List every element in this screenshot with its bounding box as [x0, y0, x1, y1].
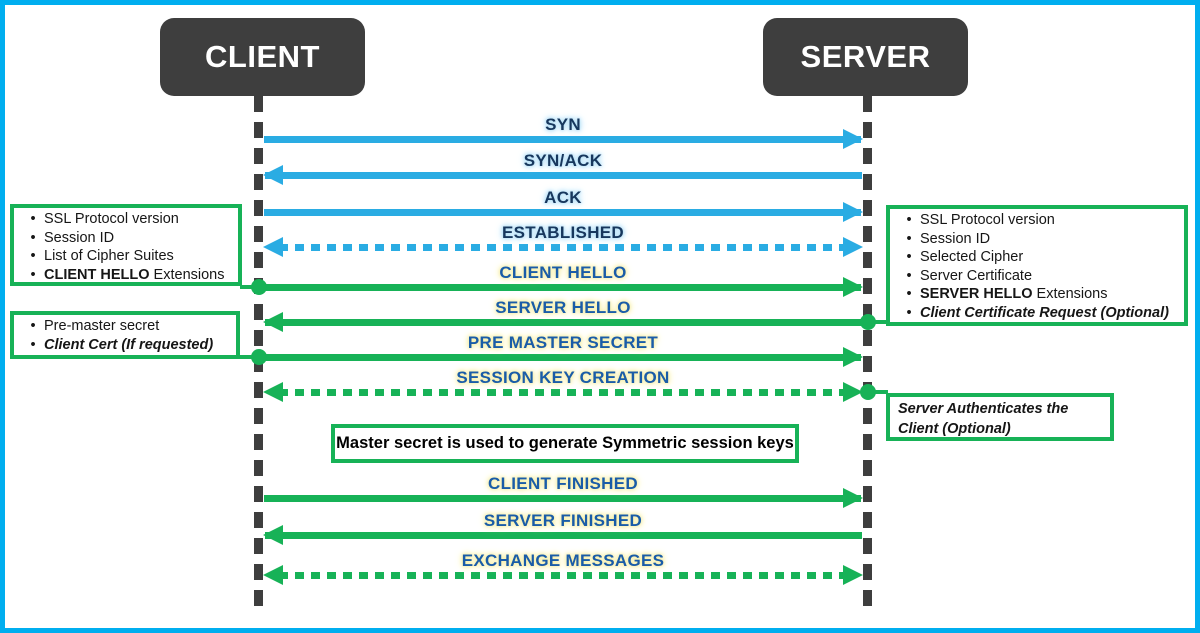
note-item-text: SSL Protocol version: [44, 211, 179, 227]
message-session-key-creation-label: SESSION KEY CREATION: [456, 368, 670, 387]
message-server-finished-line: [265, 532, 862, 539]
bullet-icon: •: [30, 229, 36, 246]
message-session-key-creation-arrowhead-left: [263, 382, 283, 402]
bullet-icon: •: [30, 248, 36, 264]
note-server-hello-details-list: • SSL Protocol version • Session ID • Selecte…: [890, 209, 1184, 322]
message-syn-ack-line: [265, 172, 862, 179]
message-exchange-messages-arrowhead-left: [263, 565, 283, 585]
message-syn-arrowhead-right: [843, 129, 863, 149]
note-server-hello-details-connector: [867, 320, 888, 324]
message-server-hello-line: [265, 319, 862, 326]
note-pre-master-details-connector: [238, 355, 263, 359]
message-pre-master-secret-arrowhead-right: [843, 347, 863, 367]
bullet-icon: •: [906, 286, 912, 302]
note-item: • Selected Cipher: [898, 248, 1182, 267]
message-client-hello-arrowhead-right: [843, 277, 863, 297]
note-item-text: SSL Protocol version: [920, 212, 1055, 228]
note-item-text: Client Certificate Request (Optional): [920, 304, 1169, 321]
message-pre-master-secret-label: PRE MASTER SECRET: [467, 333, 659, 352]
message-ack-arrowhead-right: [843, 202, 863, 222]
note-item: • SERVER HELLO Extensions: [898, 285, 1182, 304]
note-item: Server Authenticates the Client (Optiona…: [898, 399, 1106, 439]
note-server-authenticates-list: Server Authenticates the Client (Optiona…: [890, 397, 1110, 439]
note-item-text: CLIENT HELLO Extensions: [44, 266, 225, 283]
message-ack-line: [264, 209, 861, 216]
note-item-text: List of Cipher Suites: [44, 248, 174, 264]
message-session-key-creation-endpoint-dot: [859, 384, 876, 400]
bullet-icon: •: [906, 267, 912, 284]
message-established-line: [279, 244, 847, 251]
message-server-finished-arrowhead-left: [263, 525, 283, 545]
note-client-hello-details-list: • SSL Protocol version • Session ID • List of…: [14, 208, 238, 284]
note-item-text: Client Cert (If requested): [44, 336, 214, 353]
note-pre-master-details-list: • Pre-master secret • Client Cert (If reque…: [14, 315, 236, 354]
message-established-label: ESTABLISHED: [502, 223, 624, 242]
note-item: • SSL Protocol version: [898, 211, 1182, 230]
bullet-icon: •: [30, 266, 36, 283]
bullet-icon: •: [30, 336, 36, 353]
note-item: • Session ID: [22, 229, 236, 248]
bullet-icon: •: [906, 304, 912, 321]
message-exchange-messages-line: [279, 572, 847, 579]
note-item: • List of Cipher Suites: [22, 247, 236, 266]
note-item: • CLIENT HELLO Extensions: [22, 266, 236, 285]
note-item: • SSL Protocol version: [22, 210, 236, 229]
message-pre-master-secret-endpoint-dot: [250, 349, 267, 365]
message-syn-ack-label: SYN/ACK: [523, 151, 603, 170]
server-lifeline: [863, 96, 872, 615]
message-exchange-messages-arrowhead-right: [843, 565, 863, 585]
note-pre-master-details: • Pre-master secret • Client Cert (If reque…: [10, 311, 240, 359]
note-client-hello-details: • SSL Protocol version • Session ID • List of…: [10, 204, 242, 286]
note-item-text: Pre-master secret: [44, 318, 160, 334]
message-server-hello-label: SERVER HELLO: [495, 298, 631, 317]
note-item: • Pre-master secret: [22, 317, 234, 336]
message-established-arrowhead-right: [843, 237, 863, 257]
message-client-hello-label: CLIENT HELLO: [499, 263, 627, 282]
client-actor-label: CLIENT: [205, 39, 320, 74]
message-client-hello-line: [264, 284, 861, 291]
note-item: • Server Certificate: [898, 267, 1182, 286]
message-established-arrowhead-left: [263, 237, 283, 257]
message-client-finished-line: [264, 495, 861, 502]
note-item: • Client Cert (If requested): [22, 336, 234, 355]
note-item-text: Session ID: [44, 229, 115, 246]
note-server-authenticates: Server Authenticates the Client (Optiona…: [886, 393, 1114, 441]
bullet-icon: •: [30, 211, 36, 227]
message-pre-master-secret-line: [264, 354, 861, 361]
bullet-icon: •: [906, 249, 912, 265]
bullet-icon: •: [906, 212, 912, 228]
message-client-finished-arrowhead-right: [843, 488, 863, 508]
bullet-icon: •: [30, 318, 36, 334]
note-server-authenticates-connector: [867, 390, 888, 394]
message-server-hello-endpoint-dot: [859, 314, 876, 330]
note-item-text: Server Authenticates the Client (Optiona…: [898, 401, 1069, 437]
note-item-text: Selected Cipher: [920, 249, 1024, 265]
note-item-text: Session ID: [920, 230, 991, 247]
bullet-icon: •: [906, 230, 912, 247]
master-secret-banner: Master secret is used to generate Symmet…: [331, 424, 799, 463]
message-server-finished-label: SERVER FINISHED: [483, 511, 643, 530]
server-actor-label: SERVER: [800, 39, 931, 74]
note-item-text: SERVER HELLO Extensions: [920, 286, 1108, 302]
message-session-key-creation-arrowhead-right: [843, 382, 863, 402]
message-syn-ack-arrowhead-left: [263, 165, 283, 185]
message-client-hello-endpoint-dot: [250, 279, 267, 295]
message-exchange-messages-label: EXCHANGE MESSAGES: [461, 551, 665, 570]
note-item: • Client Certificate Request (Optional): [898, 304, 1182, 323]
message-syn-label: SYN: [545, 115, 581, 134]
note-server-hello-details: • SSL Protocol version • Session ID • Selecte…: [886, 205, 1188, 326]
master-secret-banner-text: Master secret is used to generate Symmet…: [336, 434, 794, 452]
client-actor-box: CLIENT: [160, 18, 365, 96]
note-item: • Session ID: [898, 230, 1182, 249]
message-server-hello-arrowhead-left: [263, 312, 283, 332]
server-actor-box: SERVER: [763, 18, 968, 96]
note-item-text: Server Certificate: [920, 267, 1033, 284]
message-client-finished-label: CLIENT FINISHED: [488, 474, 638, 493]
message-session-key-creation-line: [279, 389, 847, 396]
message-syn-line: [264, 136, 861, 143]
message-ack-label: ACK: [544, 188, 582, 207]
